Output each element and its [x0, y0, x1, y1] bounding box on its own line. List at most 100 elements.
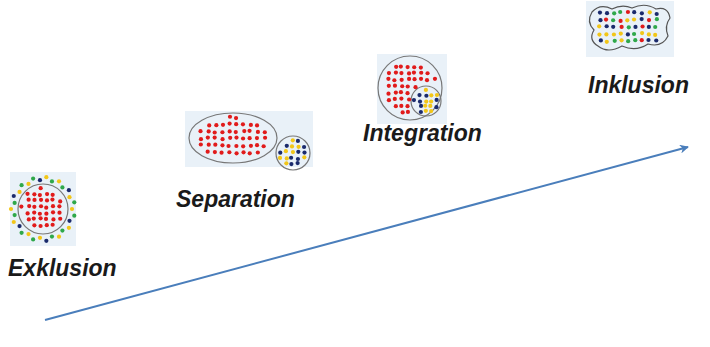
person-dot [405, 91, 409, 95]
person-dot [67, 226, 71, 230]
person-dot [256, 150, 260, 154]
person-dot [234, 116, 238, 120]
person-dot [648, 10, 652, 14]
person-dot [50, 234, 54, 238]
person-dot [32, 192, 36, 196]
person-dot [620, 25, 624, 29]
person-dot [599, 38, 603, 42]
person-dot [625, 18, 629, 22]
person-dot [51, 210, 55, 214]
person-dot [39, 198, 43, 202]
person-dot [241, 144, 245, 148]
person-dot [32, 211, 36, 215]
person-dot [38, 236, 42, 240]
person-dot [17, 190, 21, 194]
person-dot [387, 71, 391, 75]
person-dot [399, 90, 403, 94]
person-dot [32, 198, 36, 202]
person-dot [290, 144, 294, 148]
person-dot [249, 123, 253, 127]
person-dot [38, 212, 42, 216]
person-dot [255, 123, 259, 127]
person-dot [646, 38, 650, 42]
person-dot [407, 71, 411, 75]
person-dot [44, 217, 48, 221]
person-dot [423, 104, 427, 108]
person-dot [632, 32, 636, 36]
person-dot [417, 93, 421, 97]
person-dot [406, 84, 410, 88]
person-dot [640, 11, 644, 15]
person-dot [424, 99, 428, 103]
person-dot [611, 25, 615, 29]
person-dot [654, 38, 658, 42]
group-outline [378, 56, 442, 120]
person-dot [619, 38, 623, 42]
person-dot [72, 214, 76, 218]
person-dot [13, 201, 17, 205]
person-dot [419, 77, 423, 81]
person-dot [407, 97, 411, 101]
person-dot [213, 130, 217, 134]
person-dot [413, 85, 417, 89]
person-dot [220, 137, 224, 141]
person-dot [392, 78, 396, 82]
person-dot [25, 192, 29, 196]
person-dot [640, 24, 644, 28]
person-dot [27, 217, 31, 221]
person-dot [60, 228, 64, 232]
person-dot [234, 122, 238, 126]
person-dot [255, 143, 259, 147]
person-dot [302, 145, 306, 149]
person-dot [32, 216, 36, 220]
person-dot [284, 149, 288, 153]
person-dot [31, 237, 35, 241]
person-dot [50, 179, 54, 183]
person-dot [626, 32, 630, 36]
person-dot [418, 99, 422, 103]
person-dot [207, 143, 211, 147]
person-dot [207, 123, 211, 127]
group-outline [189, 113, 277, 163]
person-dot [19, 183, 23, 187]
person-dot [419, 104, 423, 108]
person-dot [425, 71, 429, 75]
person-dot [412, 65, 416, 69]
person-dot [627, 25, 631, 29]
person-dot [32, 223, 36, 227]
person-dot [302, 150, 306, 154]
progress-arrow [45, 147, 688, 320]
person-dot [394, 90, 398, 94]
person-dot [51, 204, 55, 208]
person-dot [633, 38, 637, 42]
person-dot [17, 224, 21, 228]
person-dot [19, 231, 23, 235]
person-dot [26, 232, 30, 236]
person-dot [32, 205, 36, 209]
group-outline [589, 5, 670, 50]
person-dot [44, 206, 48, 210]
person-dot [291, 150, 295, 154]
person-dot [393, 97, 397, 101]
person-dot [394, 104, 398, 108]
person-dot [228, 136, 232, 140]
person-dot [12, 194, 16, 198]
person-dot [399, 96, 403, 100]
person-dot [407, 77, 411, 81]
person-dot [647, 18, 651, 22]
person-dot [296, 157, 300, 161]
person-dot [51, 217, 55, 221]
stage-name: Separation [176, 186, 295, 212]
person-dot [255, 136, 259, 140]
person-dot [400, 84, 404, 88]
person-dot [387, 98, 391, 102]
person-dot [241, 150, 245, 154]
person-dot [612, 11, 616, 15]
person-dot [256, 130, 260, 134]
person-dot [653, 33, 657, 37]
person-dot [67, 188, 71, 192]
person-dot [278, 156, 282, 160]
person-dot [400, 78, 404, 82]
person-dot [598, 18, 602, 22]
